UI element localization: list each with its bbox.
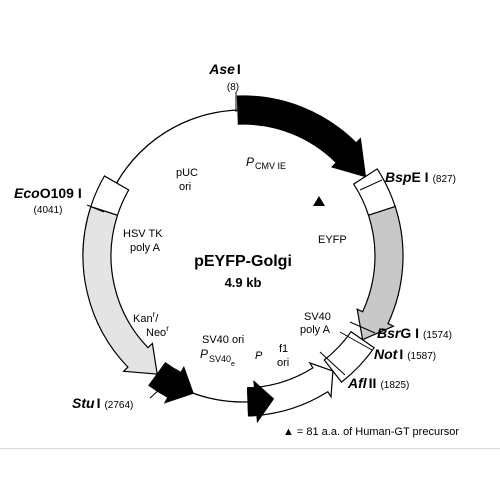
site-eco-pos: (4041) (34, 205, 63, 216)
label-hsv-1: HSV TK (123, 228, 163, 240)
label-puc-2: ori (179, 181, 191, 193)
bsrg-tick (349, 321, 376, 334)
site-ase-pos: (8) (227, 82, 239, 93)
p-promoter-arrow (246, 380, 275, 424)
footnote: ▲= 81 a.a. of Human-GT precursor (283, 426, 459, 438)
label-neo: Neor (146, 324, 169, 339)
footnote-triangle-icon: ▲ (283, 426, 294, 438)
label-psv40e: PSV40e (200, 347, 235, 368)
label-kan: Kanr/ (133, 310, 159, 325)
stu-tick (149, 379, 171, 399)
site-bsrg: BsrG I(1574) (377, 325, 452, 341)
plasmid-name: pEYFP-Golgi (194, 253, 292, 270)
eco-tick (86, 204, 105, 213)
afl-tick (319, 351, 346, 376)
label-p-small: P (255, 350, 263, 362)
kan-neo-arrow (82, 205, 158, 375)
bspe-tick (359, 179, 383, 191)
golgi-marker-triangle (313, 196, 325, 206)
label-pcmv: PCMV IE (246, 155, 286, 171)
eyfp-arrow (356, 205, 404, 341)
label-sv40-polya-2: poly A (300, 324, 331, 336)
bottom-divider (0, 448, 500, 449)
label-f1-1: f1 (279, 343, 288, 355)
label-hsv-2: poly A (130, 242, 161, 254)
plasmid-size: 4.9 kb (225, 275, 262, 290)
label-sv40-ori: SV40 ori (202, 334, 244, 346)
site-bspe: BspE I(827) (385, 169, 456, 185)
label-puc-1: pUC (176, 167, 198, 179)
label-eyfp: EYFP (318, 234, 347, 246)
label-sv40-polya-1: SV40 (304, 311, 331, 323)
hsv-tk-polya-box (90, 175, 130, 216)
not-tick (339, 331, 373, 351)
site-eco: EcoO109 I (14, 185, 82, 201)
label-f1-2: ori (277, 357, 289, 369)
